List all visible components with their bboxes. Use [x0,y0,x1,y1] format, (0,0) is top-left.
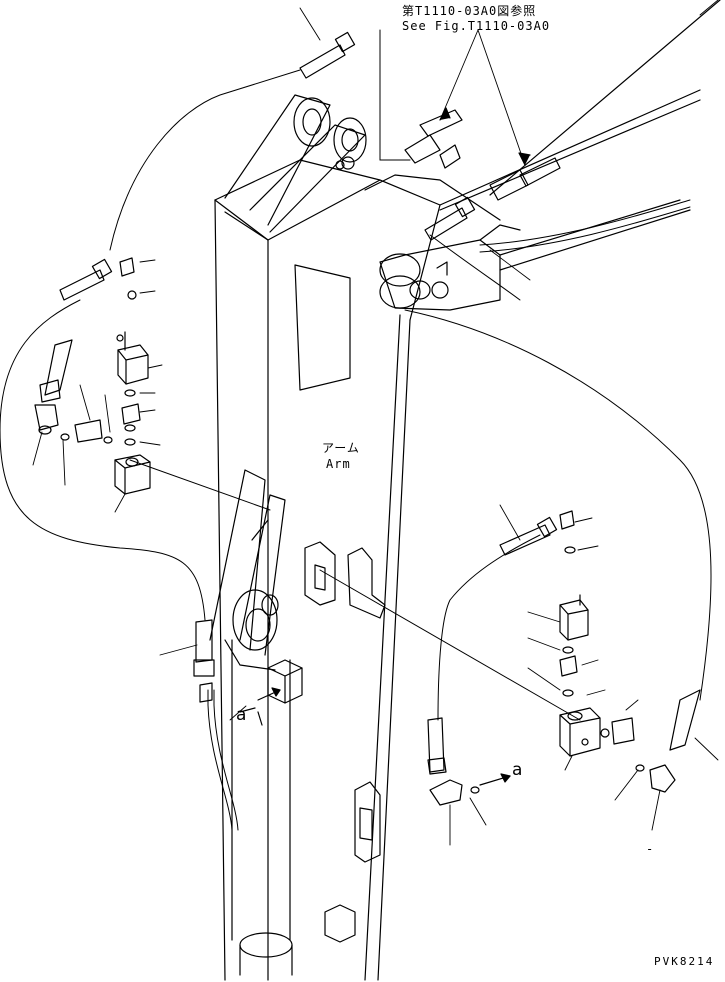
drawing-code: PVK8214 [654,955,715,968]
boom-end-block [379,0,721,311]
hose-lines [0,29,712,831]
leader-lines [32,0,719,846]
arm-body [214,159,441,981]
cylinder-rod [231,639,293,976]
arm-label-english: Arm [326,457,351,471]
callout-dash: - [646,842,655,856]
view-marker-left: a [236,705,248,725]
right-valve-assembly [427,510,701,806]
direction-arrows [257,107,531,786]
arm-label-japanese: アーム [322,441,360,455]
cylinder-link-bracket [209,469,286,671]
arm-window [294,264,351,391]
reference-label-japanese: 第T1110-03A0図参照 [402,4,537,18]
lower-left-fittings [193,619,263,726]
arm-head-bracket [224,94,501,233]
reference-label-english: See Fig.T1110-03A0 [402,19,551,33]
left-mount-block [267,659,303,704]
hose-clamps [304,541,386,943]
left-valve-assembly [34,257,151,495]
view-marker-right: a [512,760,524,780]
hose-fittings-top [299,31,561,241]
